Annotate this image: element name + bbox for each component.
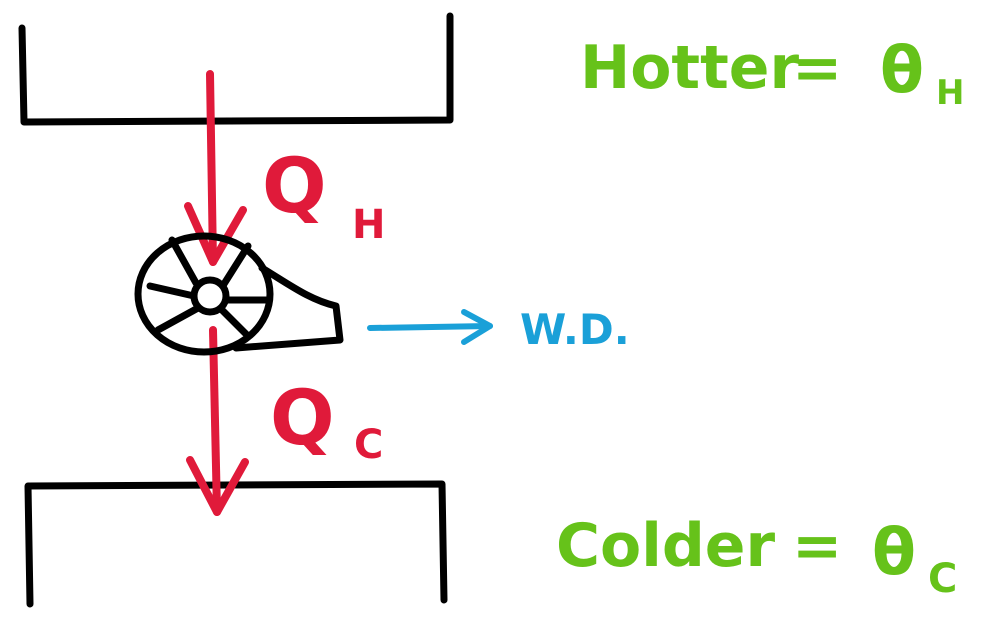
hot-temperature-label: Hotter = θ H (580, 33, 964, 113)
hot-theta: θ (880, 34, 924, 108)
heat-out-subscript: C (354, 422, 383, 468)
heat-out-label: Q C (270, 373, 383, 468)
heat-in-arrow (184, 70, 247, 266)
heat-in-label: Q H (262, 141, 385, 248)
work-arrow (367, 309, 493, 345)
hot-subscript: H (936, 73, 964, 113)
heat-out-arrow (186, 326, 249, 516)
hot-equals: = (792, 33, 842, 103)
cold-subscript: C (928, 556, 957, 602)
cold-theta: θ (872, 516, 916, 590)
cold-temperature-label: Colder = θ C (556, 511, 957, 602)
cold-label-text: Colder (556, 511, 775, 581)
cold-equals: = (792, 511, 842, 581)
hot-label-text: Hotter (580, 33, 799, 103)
work-label: W.D. (520, 305, 630, 354)
cold-reservoir (24, 480, 448, 608)
heat-out-symbol: Q (270, 373, 335, 462)
hot-reservoir (18, 12, 454, 126)
heat-in-subscript: H (352, 202, 385, 248)
heat-in-symbol: Q (262, 141, 327, 230)
turbine-icon (134, 232, 344, 356)
